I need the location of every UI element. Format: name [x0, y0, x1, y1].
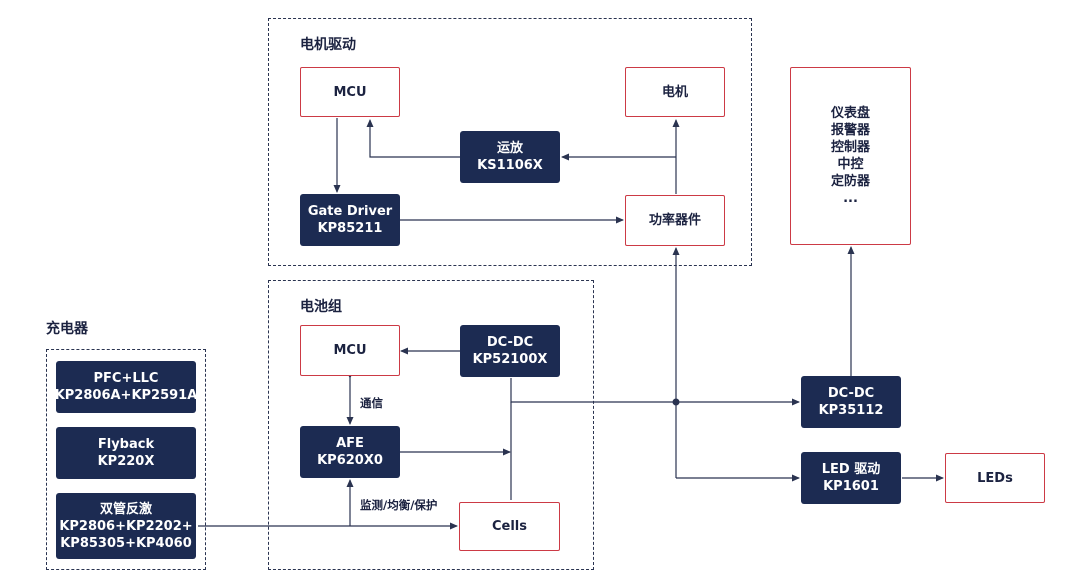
afe-part: KP620X0 [317, 453, 383, 468]
battery-pack-group [268, 280, 594, 570]
dashboard-line-4: 中控 [837, 157, 864, 172]
led-driver-block: LED 驱动 KP1601 [801, 452, 901, 504]
dual-flyback-part-1: KP2806+KP2202+ [59, 518, 193, 534]
flyback-block: Flyback KP220X [56, 427, 196, 479]
motor-block: 电机 [625, 67, 725, 117]
flyback-part: KP220X [97, 454, 155, 469]
opamp-part: KS1106X [477, 158, 543, 173]
cells-block: Cells [459, 502, 560, 551]
battery-mcu-label: MCU [333, 343, 367, 358]
dual-flyback-block: 双管反激 KP2806+KP2202+ KP85305+KP4060 [56, 493, 196, 559]
main-dcdc-part: KP35112 [818, 403, 884, 418]
comm-label: 通信 [360, 396, 383, 410]
leds-block: LEDs [945, 453, 1045, 503]
gate-driver-part: KP85211 [317, 221, 383, 236]
dashboard-line-6: ... [843, 191, 858, 206]
opamp-block: 运放 KS1106X [460, 131, 560, 183]
gate-driver-block: Gate Driver KP85211 [300, 194, 400, 246]
charger-title: 充电器 [46, 321, 88, 337]
led-driver-name: LED 驱动 [821, 462, 881, 477]
line-opamp-to-mcu [366, 119, 460, 158]
battery-dcdc-name: DC-DC [486, 335, 534, 350]
dashboard-block: 仪表盘 报警器 控制器 中控 定防器 ... [790, 67, 911, 245]
bus-junction-dot [672, 398, 680, 406]
dual-flyback-part-2: KP85305+KP4060 [60, 535, 192, 551]
opamp-name: 运放 [496, 141, 523, 156]
pfc-llc-name: PFC+LLC [93, 371, 159, 386]
led-driver-part: KP1601 [823, 479, 879, 494]
charger-group [46, 349, 206, 570]
monitor-label: 监测/均衡/保护 [360, 498, 438, 512]
leds-label: LEDs [977, 470, 1013, 486]
dashboard-line-5: 定防器 [830, 174, 870, 189]
gate-driver-name: Gate Driver [307, 204, 393, 219]
dashboard-line-3: 控制器 [830, 140, 870, 155]
motor-drive-group [268, 18, 752, 266]
motor-mcu-label: MCU [333, 84, 367, 100]
motor-mcu-block: MCU [300, 67, 400, 117]
battery-dcdc-block: DC-DC KP52100X [460, 325, 560, 377]
motor-label: 电机 [661, 84, 688, 100]
battery-mcu-block: MCU [300, 325, 400, 376]
motor-drive-title: 电机驱动 [300, 37, 356, 53]
main-dcdc-name: DC-DC [827, 386, 875, 401]
power-device-label: 功率器件 [648, 213, 701, 228]
cells-label: Cells [491, 519, 527, 534]
battery-dcdc-part: KP52100X [472, 352, 548, 367]
flyback-name: Flyback [97, 437, 155, 452]
dashboard-line-2: 报警器 [830, 123, 870, 138]
power-device-block: 功率器件 [625, 195, 725, 246]
afe-block: AFE KP620X0 [300, 426, 400, 478]
dashboard-line-1: 仪表盘 [830, 106, 870, 121]
afe-name: AFE [336, 436, 364, 451]
battery-pack-title: 电池组 [300, 299, 342, 315]
main-dcdc-block: DC-DC KP35112 [801, 376, 901, 428]
pfc-llc-part: KP2806A+KP2591A [54, 388, 198, 403]
pfc-llc-block: PFC+LLC KP2806A+KP2591A [54, 361, 198, 413]
dual-flyback-name: 双管反激 [99, 501, 152, 517]
